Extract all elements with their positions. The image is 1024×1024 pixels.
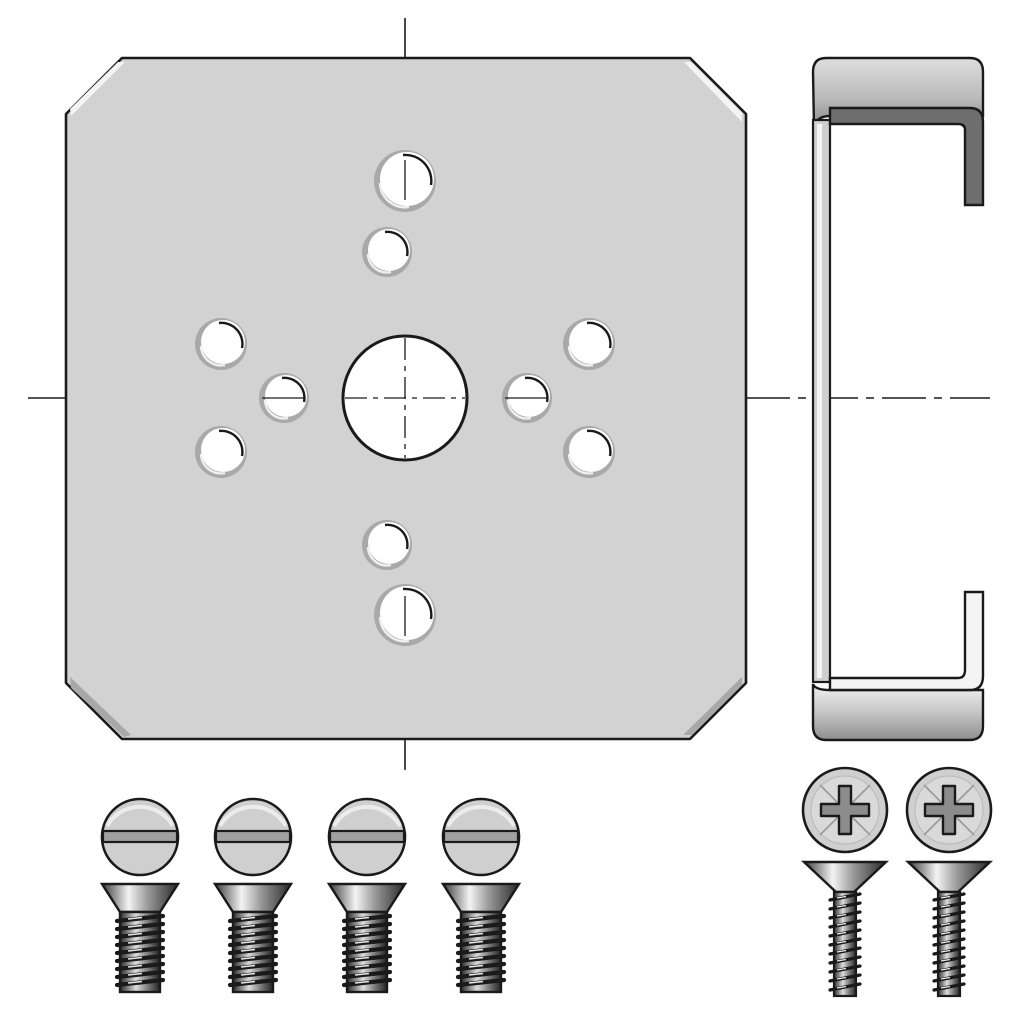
screw-head [904, 860, 994, 894]
screw-head [99, 882, 181, 914]
slot-drive-icon [441, 797, 521, 877]
phillips-screw-2 [904, 766, 994, 998]
screw-head [326, 882, 408, 914]
small-hole-right-upper [563, 318, 615, 370]
screw-head [440, 882, 522, 914]
bracket-top-lip [828, 106, 985, 207]
screws [99, 766, 994, 998]
slotted-screw-4 [440, 797, 522, 994]
plate-holes [195, 150, 615, 646]
small-hole-bottom [362, 520, 412, 570]
small-hole-left-lower [195, 426, 247, 478]
slot-drive-icon [213, 797, 293, 877]
centerlines [28, 18, 990, 770]
slot-drive-icon [327, 797, 407, 877]
mounting-plate [64, 56, 748, 741]
screw-thread [455, 913, 507, 988]
small-hole-left-upper [195, 318, 247, 370]
bracket-bottom-flange [811, 683, 985, 742]
bevel-top-right [684, 62, 742, 122]
slotted-screw-2 [212, 797, 294, 994]
center-crosshair [345, 338, 465, 458]
bevel-bottom-right [683, 677, 742, 735]
small-hole-top [362, 227, 412, 277]
screw-thread [227, 913, 279, 988]
small-hole-right-lower [563, 426, 615, 478]
screw-head [800, 860, 890, 894]
bracket-web-highlight [817, 124, 822, 678]
bevel-top-left [70, 62, 125, 116]
slotted-screw-3 [326, 797, 408, 994]
bevel-bottom-left [70, 677, 131, 737]
slot-drive-icon [100, 797, 180, 877]
screw-thread [828, 892, 862, 992]
slotted-screw-1 [99, 797, 181, 994]
phillips-drive-icon [905, 766, 993, 854]
screw-thread [932, 892, 966, 992]
u-bracket [811, 56, 985, 742]
phillips-screw-1 [800, 766, 890, 998]
phillips-drive-icon [801, 766, 889, 854]
screw-head [212, 882, 294, 914]
screw-thread [114, 913, 166, 988]
hole-centerline-segments [262, 160, 548, 636]
screw-thread [341, 913, 393, 988]
bracket-bottom-lip [828, 590, 985, 692]
